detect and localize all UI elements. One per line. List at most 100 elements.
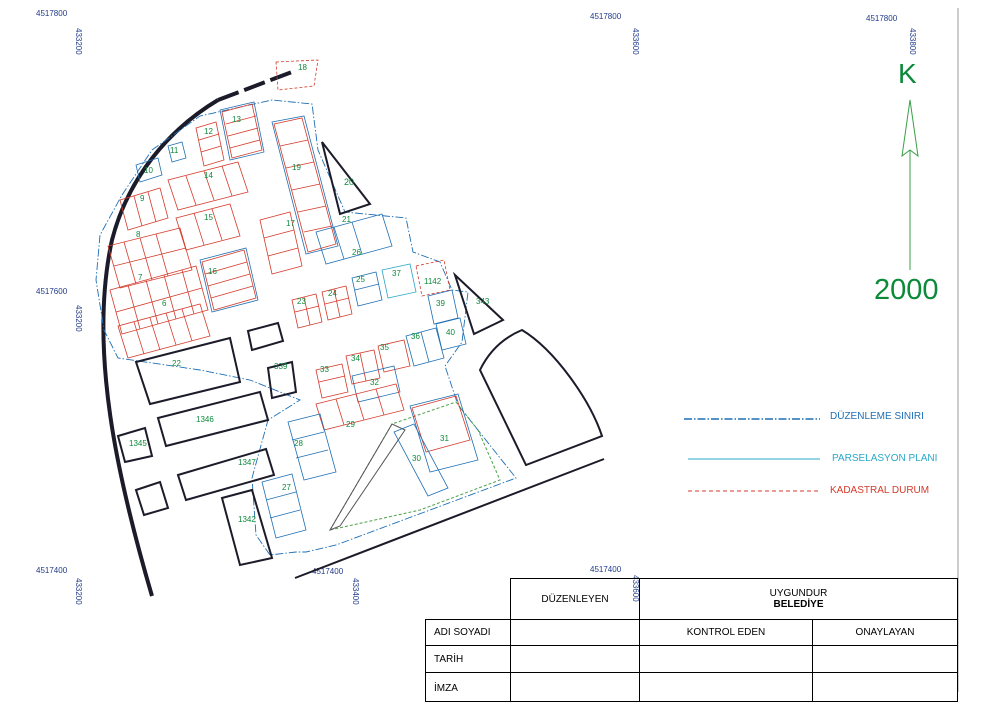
block-1347 <box>176 447 276 502</box>
block-1345 <box>116 426 154 464</box>
tb-onaylayan: ONAYLAYAN <box>812 619 958 646</box>
parcel-block-19-red <box>273 117 337 253</box>
legend-boundary-text: DÜZENLEME SINIRI <box>830 411 924 422</box>
label-26: 26 <box>352 248 361 257</box>
label-31: 31 <box>440 434 449 443</box>
label-29: 29 <box>346 420 355 429</box>
label-27: 27 <box>282 483 291 492</box>
parcel-block-9-red <box>119 187 169 231</box>
tb-cell-a1 <box>510 619 640 646</box>
label-34: 34 <box>351 354 360 363</box>
tb-duzenleyen-text: DÜZENLEYEN <box>541 593 609 605</box>
north-arrow-icon <box>901 99 919 270</box>
coord-north-mid-left: 4517600 <box>36 287 68 296</box>
small-block-a <box>246 321 285 352</box>
label-11: 11 <box>170 146 179 155</box>
parcel-block-36 <box>405 327 445 367</box>
label-39: 39 <box>436 299 445 308</box>
parcel-block-37 <box>381 263 417 299</box>
green-area-inner <box>328 423 406 532</box>
parcel-block-30 <box>393 423 449 497</box>
coord-north-top-mid: 4517800 <box>590 12 622 21</box>
label-24: 24 <box>328 289 337 298</box>
parcel-block-19-blue <box>271 115 339 255</box>
parcel-block-28 <box>287 413 337 481</box>
parcel-block-23 <box>291 293 323 329</box>
label-36: 36 <box>411 332 420 341</box>
label-16: 16 <box>208 267 217 276</box>
label-40: 40 <box>446 328 455 337</box>
label-17: 17 <box>286 219 295 228</box>
label-22: 22 <box>172 359 181 368</box>
label-13: 13 <box>232 115 241 124</box>
road-west-dashed <box>217 70 293 102</box>
tb-cell-b3 <box>812 645 958 673</box>
coord-north-bot-left: 4517400 <box>36 566 68 575</box>
small-block-b <box>134 480 170 517</box>
coord-north-bot-mid: 4517400 <box>312 567 344 576</box>
label-343: 343 <box>476 297 490 306</box>
label-32: 32 <box>370 378 379 387</box>
label-10: 10 <box>144 166 153 175</box>
tb-belediye: UYGUNDUR BELEDİYE <box>639 578 958 620</box>
tb-onaylayan-text: ONAYLAYAN <box>855 627 915 638</box>
regulation-boundary <box>95 99 517 556</box>
parcel-block-14-red <box>167 161 249 211</box>
label-23: 23 <box>297 297 306 306</box>
tb-cell-b1 <box>510 645 640 673</box>
label-1347: 1347 <box>238 458 256 467</box>
label-12: 12 <box>204 127 213 136</box>
tb-uygundur-text: UYGUNDUR <box>769 588 828 599</box>
parcel-block-12-red <box>195 121 225 167</box>
block-22 <box>134 336 242 406</box>
parcel-block-25 <box>351 271 383 307</box>
label-25: 25 <box>356 275 365 284</box>
tb-adi-soyadi: ADI SOYADI <box>425 619 511 646</box>
block-east <box>478 328 604 467</box>
label-37: 37 <box>392 269 401 278</box>
triangle-parcel-20 <box>321 141 372 216</box>
parcel-block-17-red <box>259 211 303 275</box>
label-8: 8 <box>136 230 141 239</box>
parcel-block-11 <box>167 141 187 163</box>
label-18: 18 <box>298 63 307 72</box>
road-west <box>101 98 220 597</box>
parcel-block-21 <box>315 213 393 265</box>
tb-adi-soyadi-text: ADI SOYADI <box>434 627 491 638</box>
parcel-block-13-red <box>221 103 263 159</box>
parcel-block-40 <box>435 317 467 351</box>
block-1346 <box>156 390 270 448</box>
legend-parcel-plan-text: PARSELASYON PLANI <box>832 453 938 464</box>
tb-duzenleyen: DÜZENLEYEN <box>510 578 640 620</box>
coord-north-bot-right: 4517400 <box>590 565 622 574</box>
tb-belediye-text: BELEDİYE <box>773 599 824 610</box>
parcel-block-29-red <box>315 383 405 431</box>
label-35: 35 <box>380 343 389 352</box>
label-21: 21 <box>342 215 351 224</box>
road-south <box>294 458 605 579</box>
parcel-block-35 <box>377 339 411 373</box>
tb-kontrol-eden-text: KONTROL EDEN <box>686 627 766 638</box>
parcel-block-16-red <box>201 249 257 311</box>
label-6: 6 <box>162 299 167 308</box>
scale-label: 2000 <box>874 274 939 306</box>
label-1342: 1342 <box>238 515 256 524</box>
label-14: 14 <box>204 171 213 180</box>
north-label: K <box>898 58 917 89</box>
label-1346: 1346 <box>196 415 214 424</box>
tb-kontrol-eden: KONTROL EDEN <box>639 619 813 646</box>
tb-cell-c3 <box>812 672 958 702</box>
legend-cadastral-text: KADASTRAL DURUM <box>830 485 930 496</box>
parcel-block-32 <box>351 365 401 403</box>
label-339: 339 <box>274 362 288 371</box>
label-1345: 1345 <box>129 439 147 448</box>
tb-cell-b2 <box>639 645 813 673</box>
label-9: 9 <box>140 194 145 203</box>
parcel-block-13-blue <box>219 101 265 161</box>
parcel-block-6-red <box>117 303 211 359</box>
parcel-block-16-blue <box>199 247 259 313</box>
label-33: 33 <box>320 365 329 374</box>
coord-north-top-right: 4517800 <box>866 14 898 23</box>
